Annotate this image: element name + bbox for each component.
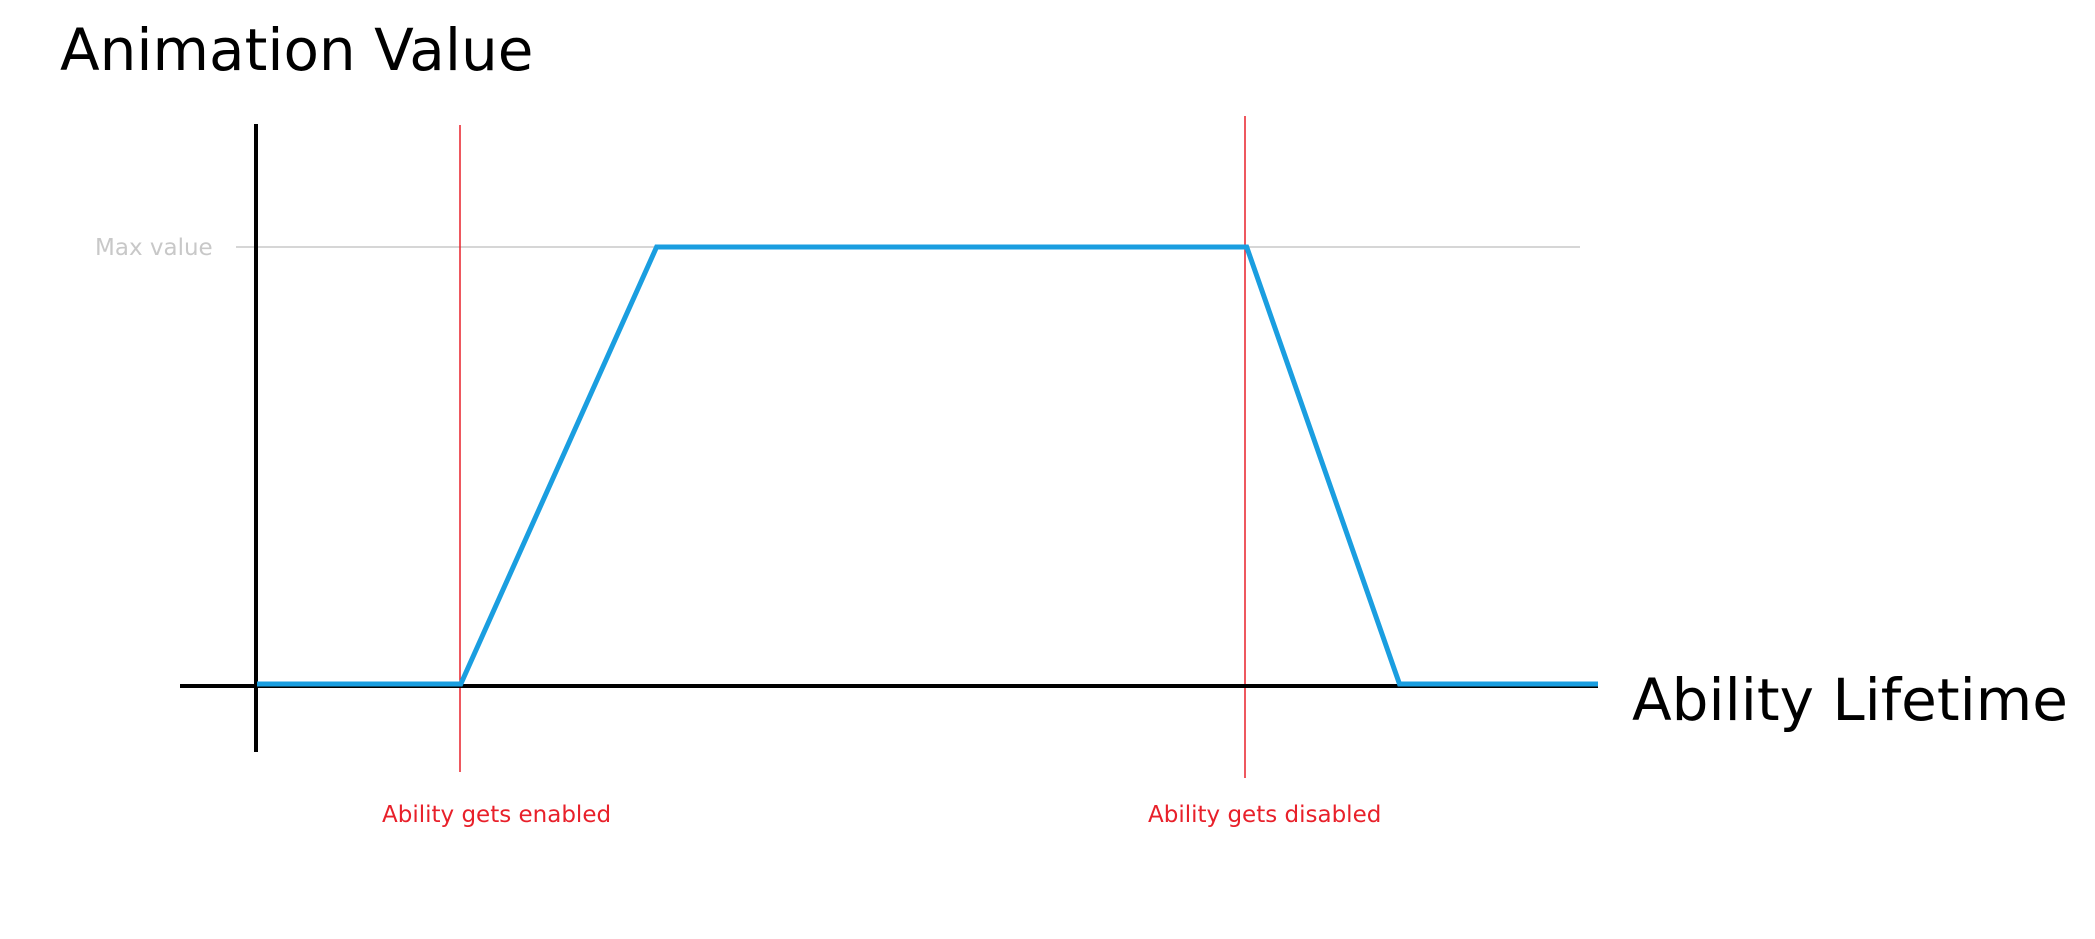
event-label-enabled: Ability gets enabled [382,802,611,828]
max-value-label: Max value [95,235,213,261]
animation-curve [257,244,1598,687]
x-axis-label: Ability Lifetime [1632,666,2068,734]
diagram-title: Animation Value [60,16,533,84]
event-label-disabled: Ability gets disabled [1148,802,1381,828]
